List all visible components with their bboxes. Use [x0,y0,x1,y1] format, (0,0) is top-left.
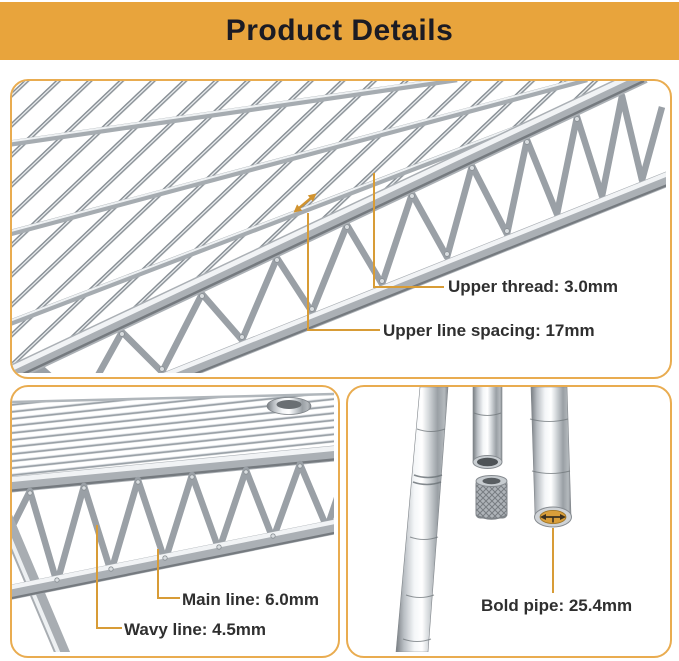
callout-main-line: Main line: 6.0mm [182,590,319,609]
upper-rail-tube [12,81,648,373]
spacing-double-arrow-icon [293,193,317,213]
upper-line-spacing-leader-line [307,213,380,331]
callout-wavy-line: Wavy line: 4.5mm [124,620,267,639]
panel-poles [346,385,672,658]
middle-pole-segment [472,387,503,469]
main-line-leader-line [157,549,180,599]
lower-rail-tube [161,171,666,373]
callout-upper-thread: Upper thread: 3.0mm [448,277,619,296]
callout-upper-line-spacing: Upper line spacing: 17mm [383,321,595,340]
panel-shelf-grid [10,79,672,379]
shelf-surface-edge [12,392,334,404]
diameter-double-arrow-icon [540,514,566,523]
weld-dots [119,116,580,372]
right-pole [529,387,572,528]
upper-thread-leader-line [373,173,444,288]
shelf-surface-wires [12,395,334,485]
left-pole [395,387,449,652]
shelf-edge-photo [12,392,334,652]
wavy-line-leader-line [96,525,122,629]
callout-bold-pipe: Bold pipe: 25.4mm [481,596,633,615]
weld-dots [27,463,303,583]
panel-shelf-edge [10,385,340,658]
front-rail-tube [12,445,334,493]
header-band: Product Details [0,2,679,60]
page-title: Product Details [225,14,454,47]
wavy-wire [12,460,334,587]
corner-collar [266,397,312,415]
lower-rail-tube [12,519,334,600]
shelf-grid-photo [12,81,666,373]
poles-photo [395,387,572,652]
coupler-sleeve [475,475,508,520]
wavy-truss-wire [30,92,666,373]
